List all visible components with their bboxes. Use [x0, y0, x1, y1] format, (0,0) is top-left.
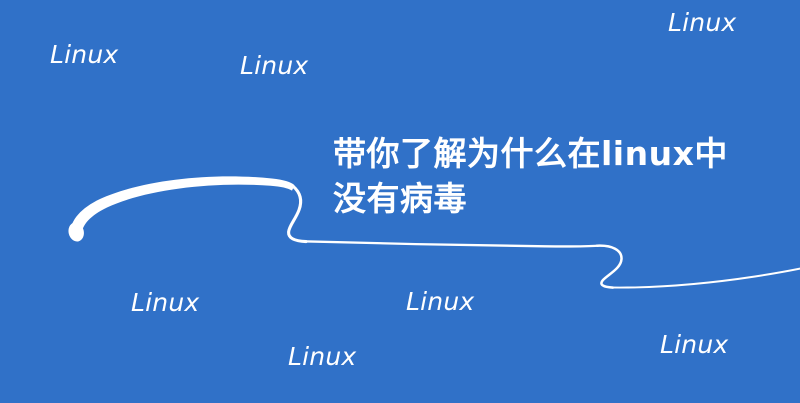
- watermark-linux: Linux: [406, 287, 475, 316]
- watermark-linux: Linux: [660, 330, 729, 359]
- watermark-linux: Linux: [131, 288, 200, 317]
- swoosh-scurve-left: [287, 184, 308, 244]
- swoosh-bulb-terminal: [68, 222, 84, 242]
- swoosh-scurve-right: [595, 244, 623, 289]
- watermark-linux: Linux: [288, 342, 357, 371]
- title-line-1: 带你了解为什么在linux中: [333, 134, 728, 173]
- swoosh-mid-run: [301, 240, 600, 248]
- title-line-2: 没有病毒: [333, 179, 467, 218]
- swoosh-tail: [609, 267, 800, 289]
- page-title: 带你了解为什么在linux中 没有病毒: [333, 131, 753, 221]
- watermark-linux: Linux: [668, 8, 737, 37]
- swoosh-head-segment: [70, 176, 295, 238]
- watermark-linux: Linux: [240, 51, 309, 80]
- watermark-linux: Linux: [50, 40, 119, 69]
